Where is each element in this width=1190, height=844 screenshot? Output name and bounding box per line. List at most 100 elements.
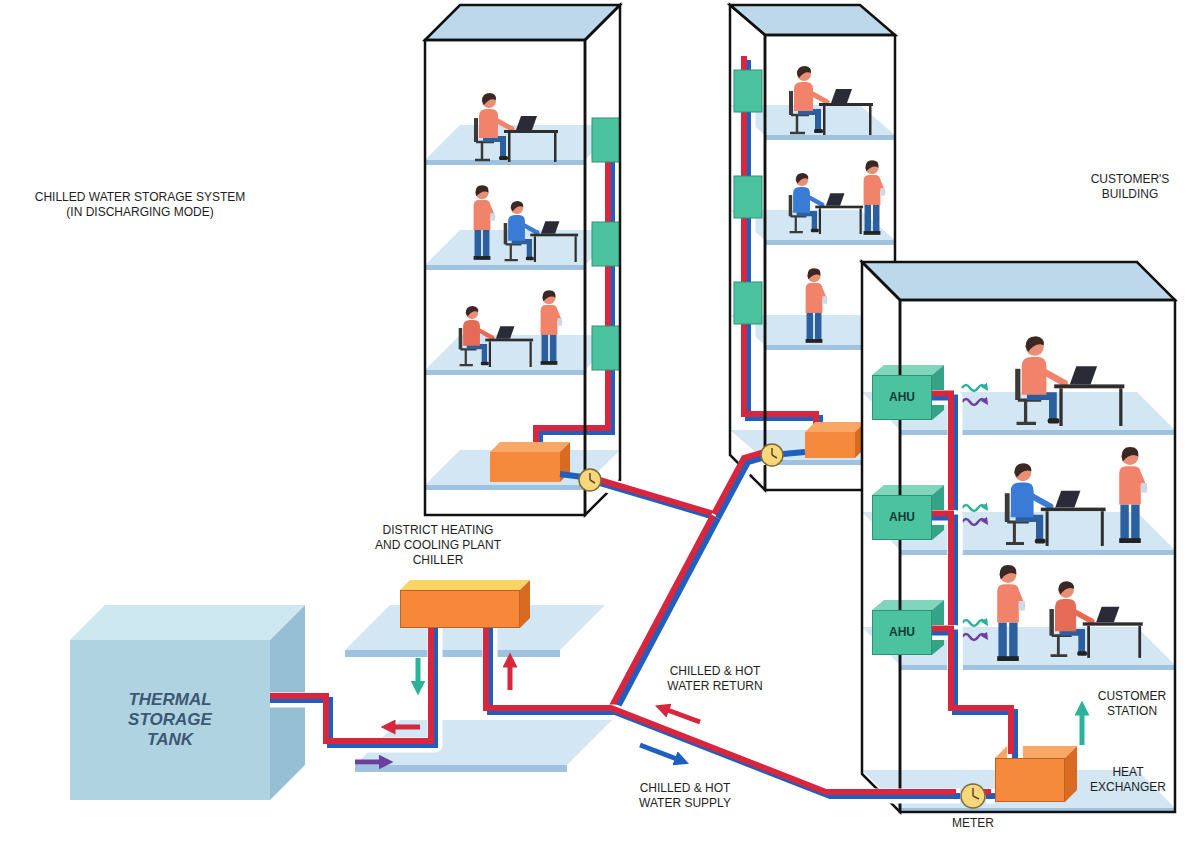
heat-exchanger: CUSTOMER STATIONHEAT EXCHANGER — [995, 758, 1065, 802]
floor-slab — [425, 450, 620, 485]
pipe-label: CHILLED & HOT WATER RETURN — [660, 664, 770, 694]
customer-building: CUSTOMER'S BUILDING AHU AHU AHU CUSTOMER STA… — [862, 170, 1187, 836]
supply-pipe — [932, 633, 1015, 759]
building-outline — [585, 5, 620, 515]
chiller-top — [400, 580, 530, 590]
return-pipe — [928, 394, 1011, 755]
floor-edge — [425, 370, 585, 375]
office-building — [425, 5, 620, 515]
meter-dial — [961, 784, 985, 808]
floor-edge — [765, 135, 895, 140]
flow-arrow — [416, 658, 421, 688]
station-label: CUSTOMER STATION — [1093, 689, 1171, 719]
office-worker — [1119, 447, 1147, 543]
ahu-label: AHU — [889, 510, 915, 525]
riser-pipe — [540, 140, 612, 452]
chiller-unit: DISTRICT HEATING AND COOLING PLANTCHILLE… — [400, 590, 520, 628]
building-roof — [425, 5, 620, 40]
flow-arrow — [508, 660, 513, 690]
branch-pipes — [560, 444, 805, 712]
exchanger-label: HEAT EXCHANGER — [1086, 765, 1170, 795]
building-outline — [425, 5, 620, 40]
ahu-unit: AHU — [872, 375, 932, 420]
chiller-side — [520, 580, 530, 628]
pipe-connector — [928, 394, 1015, 759]
floor-edge — [425, 160, 585, 165]
office-worker — [789, 173, 863, 234]
office-worker — [1005, 463, 1106, 546]
office-worker — [806, 268, 827, 343]
supply-pipe — [932, 518, 1015, 759]
platform-edge — [355, 765, 567, 772]
meter-dial — [579, 469, 601, 491]
pipe-gap — [932, 518, 1015, 759]
supply-pipe — [932, 398, 1015, 759]
pipe-connector — [266, 624, 435, 745]
riser-pipe — [536, 136, 608, 448]
office-worker — [1049, 581, 1142, 658]
return-pipe — [266, 624, 431, 741]
meter-label: METER — [943, 816, 1003, 831]
meter-shape — [960, 783, 986, 809]
box-top — [490, 442, 570, 452]
air-flow — [962, 385, 986, 391]
floor-edge — [900, 665, 1175, 670]
heat-exchanger-box — [805, 432, 855, 458]
box-side — [1065, 746, 1077, 802]
riser-pipe — [748, 60, 820, 432]
system-heading: CHILLED WATER STORAGE SYSTEM (IN DISCHAR… — [29, 190, 251, 220]
pipe-connector — [928, 514, 1015, 759]
office-worker — [474, 185, 495, 260]
floor-edge — [900, 430, 1175, 435]
flow-arrow — [662, 708, 700, 722]
flow-arrow — [1080, 708, 1085, 745]
chiller-label: CHILLER — [371, 553, 505, 568]
office-worker — [997, 565, 1025, 661]
unit-top — [872, 365, 944, 375]
ahu-label: AHU — [889, 625, 915, 640]
office-building — [862, 262, 1175, 812]
air-unit — [734, 70, 762, 112]
floor-edge — [425, 485, 585, 490]
air-flow — [962, 634, 986, 640]
storage-tank: CHILLED WATER STORAGE SYSTEM (IN DISCHAR… — [70, 640, 270, 800]
air-unit — [592, 118, 620, 162]
building-heading: CUSTOMER'S BUILDING — [1075, 172, 1185, 202]
building-outline — [730, 5, 765, 490]
office-worker — [1015, 336, 1124, 426]
building-front — [425, 40, 585, 515]
return-pipe — [928, 629, 1011, 755]
air-unit — [734, 282, 762, 324]
tank-label: THERMAL STORAGE TANK — [105, 690, 235, 750]
office-worker — [789, 66, 873, 135]
floor-edge — [425, 265, 585, 270]
plant-heading: DISTRICT HEATING AND COOLING PLANT — [371, 523, 505, 553]
riser-pipe — [748, 60, 820, 432]
meter-hand — [590, 473, 595, 483]
unit-top — [872, 600, 944, 610]
building-front — [900, 300, 1175, 812]
heat-exchanger-box — [490, 452, 560, 482]
air-flow — [962, 519, 986, 525]
building-outline — [425, 40, 585, 515]
office-worker — [864, 160, 885, 235]
air-flow — [962, 620, 986, 626]
supply-pipe — [270, 628, 435, 745]
air-unit — [734, 176, 762, 218]
meter-hand — [973, 788, 979, 799]
pipe-label: CHILLED & HOT WATER SUPPLY — [630, 781, 740, 811]
tank-top — [70, 605, 305, 640]
office-worker — [474, 93, 558, 162]
box-top — [995, 746, 1077, 758]
box-top — [805, 422, 865, 432]
building-outline — [862, 262, 1175, 300]
flow-arrow — [388, 725, 420, 730]
office-worker — [459, 306, 533, 367]
office-worker — [504, 201, 578, 262]
air-flow — [962, 399, 986, 405]
meter-dial — [761, 444, 783, 466]
ahu-label: AHU — [889, 390, 915, 405]
branch-pipe — [714, 451, 768, 514]
pipe-connector — [928, 629, 1015, 759]
